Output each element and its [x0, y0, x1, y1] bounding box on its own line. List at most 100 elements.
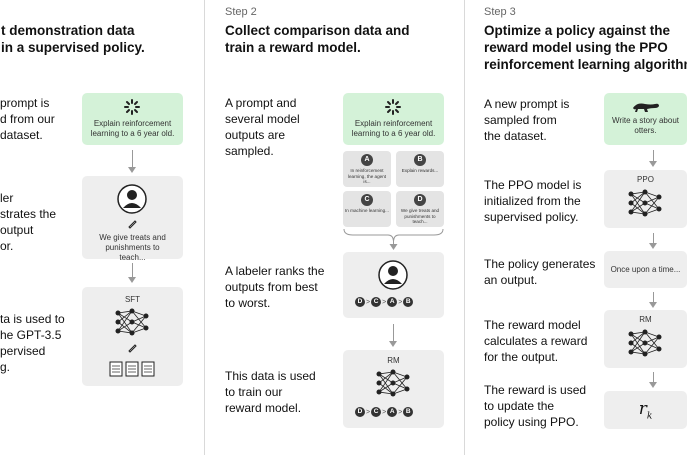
step3-text4-line3: for the output.: [484, 350, 559, 364]
step3-label: Step 3: [484, 6, 516, 18]
step1-prompt-text: Explain reinforcement learning to a 6 ye…: [90, 119, 175, 138]
step3-text2-line1: The PPO model is: [484, 178, 582, 192]
step3-text4-line1: The reward model: [484, 318, 581, 332]
arrow-line: [393, 324, 394, 342]
step1-text1-line3: dataset.: [0, 128, 43, 142]
arrow-down-icon: [649, 382, 657, 388]
pencil-icon: [128, 220, 137, 229]
step3-text5-line1: The reward is used: [484, 383, 587, 397]
step2-rm-box: RM D>C>A>B: [343, 350, 444, 428]
arrow-line: [653, 292, 654, 303]
arrow-line: [653, 233, 654, 244]
step3-rm-box: RM: [604, 310, 687, 368]
arrow-down-icon: [649, 243, 657, 249]
otter-icon: [633, 103, 659, 112]
output-letter-c: C: [361, 194, 373, 206]
step2-column: Step 2 Collect comparison data and train…: [205, 0, 463, 455]
step3-text5-line2: to update the: [484, 399, 555, 413]
person-icon: [378, 260, 408, 290]
step2-prompt-box: Explain reinforcement learning to a 6 ye…: [343, 93, 444, 145]
column-divider: [204, 0, 205, 455]
reward-symbol: rk: [604, 399, 687, 421]
step2-title-line2: train a reward model.: [225, 40, 361, 55]
person-icon: [117, 184, 147, 214]
step1-text2-line3: output: [0, 223, 34, 237]
output-card-b: B Explain rewards...: [396, 151, 444, 187]
step3-reward-box: rk: [604, 391, 687, 429]
ranking-row: D>C>A>B: [355, 407, 414, 417]
output-text-a: In reinforcement learning, the agent is.…: [347, 168, 387, 184]
step3-output-text: Once upon a time...: [610, 265, 681, 274]
step2-text1-line4: sampled.: [225, 144, 274, 158]
step3-title-line1: Optimize a policy against the: [484, 23, 671, 38]
step2-text3-line2: to train our: [225, 385, 283, 399]
column-divider: [464, 0, 465, 455]
step2-text3-line3: reward model.: [225, 401, 302, 415]
step1-text3-line3: pervised: [0, 344, 46, 358]
step1-text3-line4: g.: [0, 360, 11, 374]
refresh-icon: [385, 99, 401, 115]
step2-text2-line1: A labeler ranks the: [225, 264, 325, 278]
arrow-down-icon: [128, 167, 136, 173]
step1-column: t demonstration data in a supervised pol…: [0, 0, 202, 455]
step3-text1-line1: A new prompt is: [484, 97, 570, 111]
arrow-line: [132, 263, 133, 278]
rm-label: RM: [639, 315, 652, 324]
step2-label: Step 2: [225, 6, 257, 18]
step3-text2-line3: supervised policy.: [484, 210, 579, 224]
documents-icon: [109, 361, 155, 377]
arrow-down-icon: [649, 161, 657, 167]
output-letter-b: B: [414, 154, 426, 166]
step2-prompt-text: Explain reinforcement learning to a 6 ye…: [351, 119, 436, 138]
step3-output-box: Once upon a time...: [604, 251, 687, 288]
ppo-label: PPO: [637, 175, 654, 184]
step1-sft-box: SFT: [82, 287, 183, 386]
step1-text2-line2: strates the: [0, 207, 57, 221]
step3-prompt-box: Write a story about otters.: [604, 93, 687, 145]
sft-label: SFT: [124, 295, 141, 304]
step2-text1-line1: A prompt and: [225, 96, 297, 110]
step2-text3-line1: This data is used: [225, 369, 316, 383]
output-card-d: D We give treats and punishments to teac…: [396, 191, 444, 227]
step3-title-line2: reward model using the PPO: [484, 40, 668, 55]
output-letter-a: A: [361, 154, 373, 166]
neural-network-icon: [376, 369, 410, 397]
step3-text1-line3: the dataset.: [484, 129, 547, 143]
arrow-down-icon: [128, 277, 136, 283]
step2-text1-line3: outputs are: [225, 128, 286, 142]
output-letter-d: D: [414, 194, 426, 206]
step1-title-line1: t demonstration data: [1, 23, 135, 38]
arrow-line: [653, 150, 654, 162]
arrow-line: [132, 150, 133, 168]
ranking-row: D>C>A>B: [355, 297, 414, 307]
output-card-a: A In reinforcement learning, the agent i…: [343, 151, 391, 187]
arrow-down-icon: [649, 302, 657, 308]
reward-r: r: [638, 399, 647, 419]
neural-network-icon: [628, 189, 662, 217]
step1-title-line2: in a supervised policy.: [1, 40, 145, 55]
step3-text5-line3: policy using PPO.: [484, 415, 579, 429]
rm-label: RM: [387, 356, 400, 365]
arrow-line: [653, 372, 654, 383]
step1-text2-line1: ler: [0, 191, 14, 205]
step2-title-line1: Collect comparison data and: [225, 23, 410, 38]
step1-text3-line2: he GPT-3.5: [0, 328, 62, 342]
step2-text1-line2: several model: [225, 112, 300, 126]
step1-labeler-box: We give treats and punishments to teach.…: [82, 176, 183, 262]
step3-text2-line2: initialized from the: [484, 194, 581, 208]
refresh-icon: [124, 99, 140, 115]
pencil-icon: [128, 344, 137, 353]
step2-text2-line2: outputs from best: [225, 280, 318, 294]
step1-text1-line1: prompt is: [0, 96, 50, 110]
arrow-down-icon: [389, 341, 397, 347]
step3-text3-line2: an output.: [484, 273, 538, 287]
output-card-c: C In machine learning...: [343, 191, 391, 227]
step1-text1-line2: d from our: [0, 112, 55, 126]
step3-ppo-box: PPO: [604, 170, 687, 228]
output-text-d: We give treats and punishments to teach.…: [400, 208, 440, 224]
step2-text2-line3: to worst.: [225, 296, 271, 310]
output-text-b: Explain rewards...: [401, 168, 439, 173]
step3-title-line3: reinforcement learning algorithm.: [484, 57, 687, 72]
neural-network-icon: [115, 308, 149, 336]
step3-column: Step 3 Optimize a policy against the rew…: [465, 0, 687, 455]
